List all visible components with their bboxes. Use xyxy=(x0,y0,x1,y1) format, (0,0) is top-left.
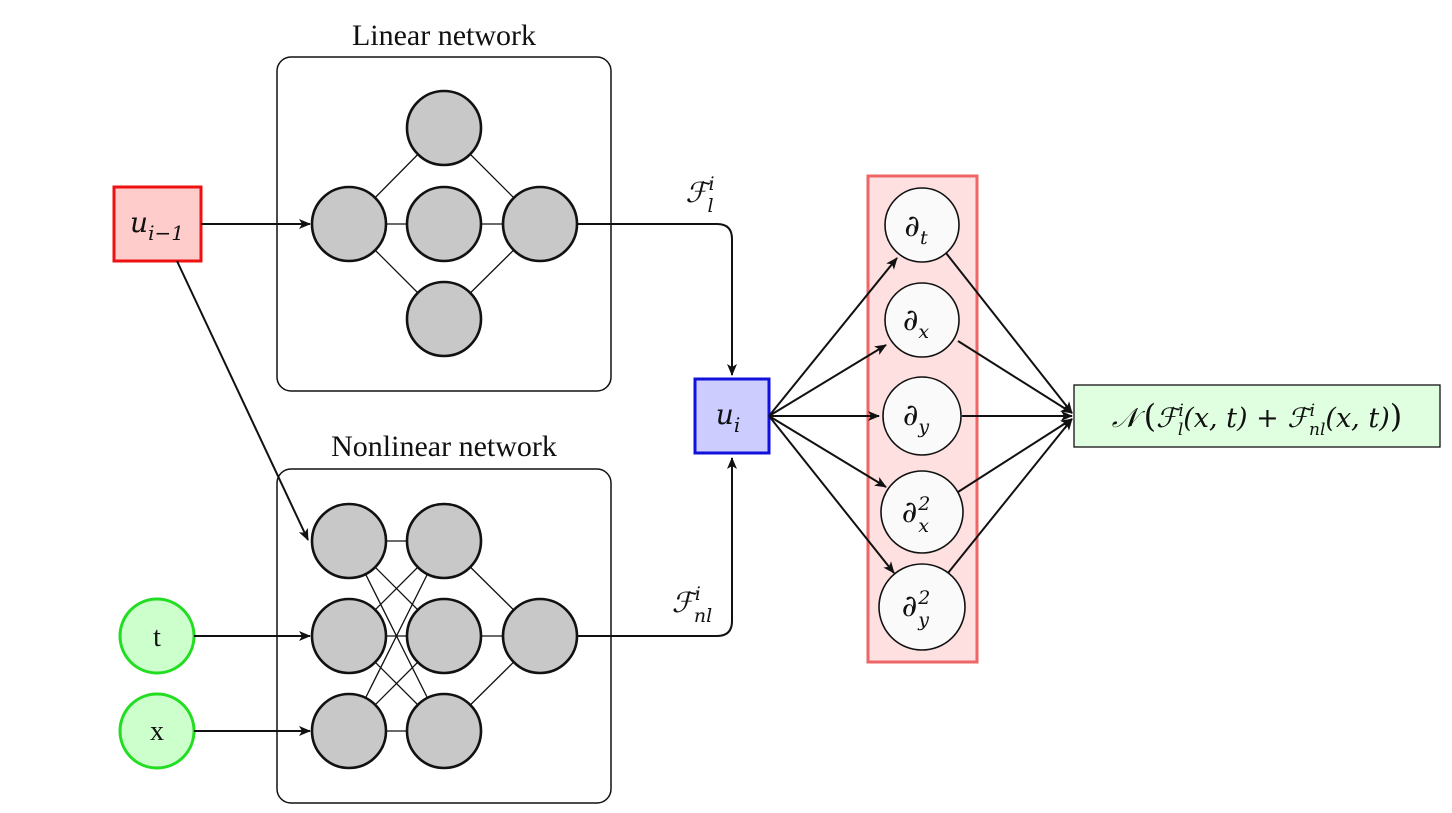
linear-neuron-hidden-bottom xyxy=(405,280,483,358)
nonlinear-neuron-l2-top xyxy=(405,502,483,580)
arrow-dyy-to-operator xyxy=(947,418,1073,574)
arrow-dxx-to-operator xyxy=(957,418,1073,493)
u-i-label: ui xyxy=(716,398,740,437)
u-prev-label: ui−1 xyxy=(130,206,184,245)
derivative-node: ∂x xyxy=(884,282,960,358)
derivative-to-operator-arrows xyxy=(945,252,1073,574)
arrow-uprev-to-nonlinear xyxy=(176,260,309,541)
linear-neuron-input xyxy=(310,185,388,263)
linear-neuron-hidden-middle xyxy=(405,185,483,263)
input-x: x xyxy=(118,692,196,770)
linear-neuron-hidden-top xyxy=(405,89,483,167)
nonlinear-neuron-l1-top xyxy=(310,502,388,580)
derivative-y-label: ∂y xyxy=(903,398,930,438)
arrow-linear-to-ui xyxy=(577,223,737,376)
derivative-x-circle xyxy=(884,282,960,358)
linear-network-title: Linear network xyxy=(352,19,536,52)
nonlinear-network: Nonlinear network xyxy=(276,430,612,804)
u-prev-node xyxy=(112,185,203,263)
nonlinear-neuron-l1-bottom xyxy=(310,692,388,770)
u-i: ui xyxy=(693,377,771,455)
derivative-node: ∂y xyxy=(882,376,962,456)
nonlinear-network-title: Nonlinear network xyxy=(331,430,557,463)
derivative-t-circle xyxy=(884,187,960,263)
derivative-node: ∂t xyxy=(884,187,960,263)
arrow-ui-to-dx xyxy=(768,344,887,417)
derivative-xx-circle xyxy=(880,470,964,554)
x-label: x xyxy=(150,716,164,747)
input-arrows xyxy=(176,219,311,736)
linear-network: Linear network xyxy=(276,19,612,392)
derivative-yy-circle xyxy=(878,563,966,651)
nonlinear-neuron-l1-middle xyxy=(310,597,388,675)
operator-box xyxy=(1073,384,1441,448)
linear-neuron-output xyxy=(501,185,579,263)
t-label: t xyxy=(153,622,161,653)
derivative-y-circle xyxy=(882,376,962,456)
arrow-ui-to-dxx xyxy=(768,415,887,488)
arrow-dt-to-operator xyxy=(945,252,1073,414)
derivative-x-label: ∂x xyxy=(903,303,930,343)
input-u-prev: ui−1 xyxy=(112,185,203,263)
arrow-ui-to-dyy xyxy=(768,415,895,574)
arrow-dx-to-operator xyxy=(957,340,1073,414)
nonlinear-neuron-output xyxy=(501,597,579,675)
input-t: t xyxy=(118,597,196,675)
nonlinear-neuron-l2-bottom xyxy=(405,692,483,770)
derivative-t-label: ∂t xyxy=(904,209,928,249)
nonlinear-neuron-l2-middle xyxy=(405,597,483,675)
arrow-ui-to-dt xyxy=(768,257,898,417)
ui-to-derivative-arrows xyxy=(768,257,898,574)
u-i-node xyxy=(693,377,771,455)
arrow-nonlinear-to-ui xyxy=(577,457,737,637)
